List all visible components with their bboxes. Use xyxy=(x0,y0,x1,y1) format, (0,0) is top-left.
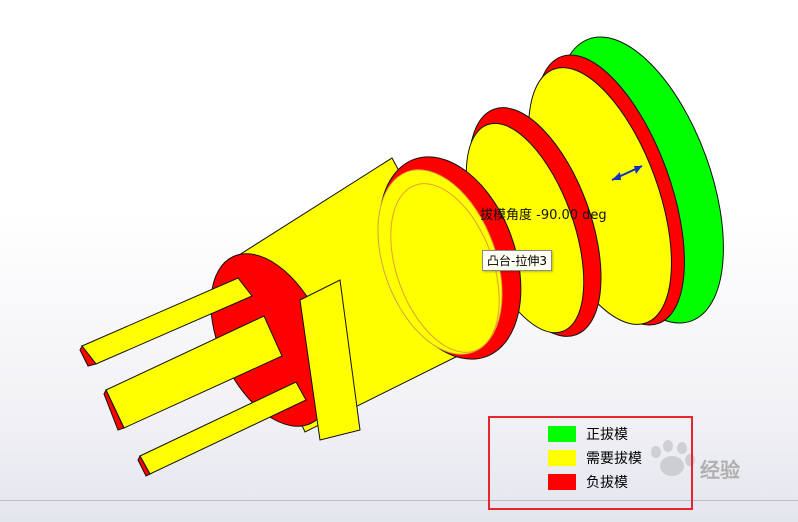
draft-direction-arrow[interactable] xyxy=(611,165,643,181)
legend-label-positive: 正拔模 xyxy=(586,427,628,443)
legend-swatch-positive xyxy=(548,426,576,442)
legend-item-negative: 负拔模 xyxy=(548,472,628,492)
base-yellow-flank xyxy=(299,279,361,441)
feature-tooltip: 凸台-拉伸3 xyxy=(482,250,552,271)
pin-middle xyxy=(103,315,283,431)
legend-item-positive: 正拔模 xyxy=(548,424,628,444)
watermark-text: 经验 xyxy=(700,458,740,482)
legend-swatch-negative xyxy=(548,474,576,490)
front-yellow-bore xyxy=(377,169,503,355)
pin-top xyxy=(79,277,253,367)
legend-label-required: 需要拔模 xyxy=(586,451,642,467)
pin-bottom xyxy=(137,381,307,477)
draft-angle-label: 拔模角度 -90.00 deg xyxy=(480,208,607,223)
legend-swatch-required xyxy=(548,450,576,466)
legend-annotation-frame: 正拔模 需要拔模 负拔模 xyxy=(488,416,693,510)
legend-item-required: 需要拔模 xyxy=(548,448,642,468)
legend-label-negative: 负拔模 xyxy=(586,475,628,491)
baidu-watermark-icon xyxy=(651,440,695,476)
viewport-divider xyxy=(0,500,798,501)
